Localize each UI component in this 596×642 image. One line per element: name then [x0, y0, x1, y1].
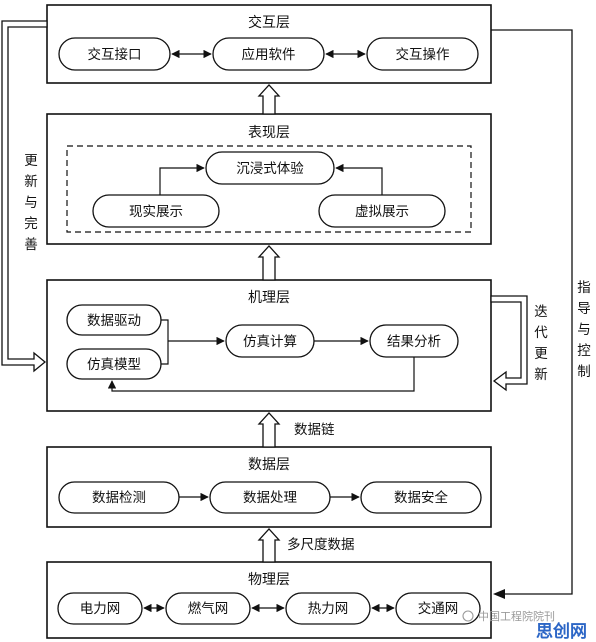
node-virtual-display-label: 虚拟展示 [355, 204, 409, 220]
node-interaction-interface-label: 交互接口 [88, 46, 142, 63]
arrow-analysis-feedback [107, 357, 415, 392]
left-feedback-char: 完 [24, 216, 38, 232]
node-power-grid-label: 电力网 [80, 601, 121, 617]
iteration-char: 新 [534, 367, 548, 383]
left-feedback-label: 更 新 与 完 善 [24, 153, 38, 253]
arrow-reality-to-immersive [159, 163, 205, 195]
right-guidance-char: 与 [577, 322, 591, 338]
node-application-software-label: 应用软件 [242, 46, 296, 63]
watermark: 中国工程院院刊 思创网 [462, 609, 587, 642]
left-feedback-char: 新 [24, 174, 38, 190]
node-simulation-compute-label: 仿真计算 [243, 334, 297, 350]
node-result-analysis-label: 结果分析 [387, 334, 441, 350]
right-guidance-char: 制 [577, 364, 591, 380]
node-immersive-experience [205, 151, 335, 185]
interaction-layer-box [46, 4, 492, 84]
data-layer-title: 数据层 [248, 457, 290, 473]
node-heat-network-label: 热力网 [308, 601, 349, 617]
iteration-char: 更 [534, 346, 548, 362]
node-reality-display [92, 194, 220, 228]
node-simulation-model-label: 仿真模型 [87, 357, 141, 373]
node-gas-network-label: 燃气网 [188, 600, 229, 617]
node-data-driven-label: 数据驱动 [87, 313, 141, 329]
node-interaction-operation-label: 交互操作 [396, 46, 450, 63]
watermark-brand: 思创网 [536, 621, 587, 642]
node-data-detection-label: 数据检测 [92, 490, 146, 506]
node-reality-display-label: 现实展示 [129, 204, 183, 220]
iteration-label: 迭 代 更 新 [534, 304, 548, 383]
left-feedback-char: 善 [24, 237, 38, 253]
bracket-inputs [161, 319, 169, 365]
label-multi-scale-data: 多尺度数据 [287, 536, 355, 553]
node-interaction-operation [366, 37, 479, 71]
left-feedback-char: 与 [24, 195, 38, 211]
presentation-layer-title: 表现层 [248, 125, 290, 141]
right-guidance-char: 指 [577, 280, 591, 296]
node-application-software [212, 37, 325, 71]
hollow-arrow-presentation-to-interaction [257, 84, 281, 115]
mechanism-layer-title: 机理层 [248, 290, 290, 306]
node-heat-network [285, 592, 371, 625]
hollow-arrow-physical-to-data [257, 528, 281, 563]
node-traffic-network [395, 592, 481, 625]
physical-layer-title: 物理层 [248, 572, 290, 588]
arrow-virtual-to-immersive [335, 163, 383, 195]
watermark-logo-icon [462, 610, 474, 622]
interaction-layer-title: 交互层 [248, 14, 290, 31]
node-data-security [360, 481, 482, 514]
right-guidance-char: 控 [577, 343, 591, 359]
right-guidance-char: 导 [577, 301, 591, 317]
presentation-dashed-group [66, 145, 472, 233]
iteration-char: 迭 [534, 304, 548, 320]
iteration-char: 代 [534, 325, 548, 341]
iteration-loop [490, 295, 528, 392]
node-immersive-experience-label: 沉浸式体验 [236, 161, 304, 177]
node-interaction-interface [58, 37, 171, 71]
watermark-source: 中国工程院院刊 [478, 609, 555, 623]
node-data-security-label: 数据安全 [394, 489, 448, 506]
node-power-grid [57, 592, 143, 625]
label-data-chain: 数据链 [294, 422, 335, 438]
node-traffic-network-label: 交通网 [418, 600, 459, 617]
left-feedback-loop [1, 20, 48, 373]
node-gas-network [165, 592, 251, 625]
node-data-processing-label: 数据处理 [243, 490, 297, 506]
hollow-arrow-mechanism-to-presentation [257, 245, 281, 281]
right-guidance-line [491, 29, 573, 595]
right-guidance-arrowhead [493, 589, 505, 599]
left-feedback-char: 更 [24, 153, 38, 169]
hollow-arrow-data-to-mechanism [257, 412, 281, 448]
right-guidance-label: 指 导 与 控 制 [577, 280, 591, 380]
